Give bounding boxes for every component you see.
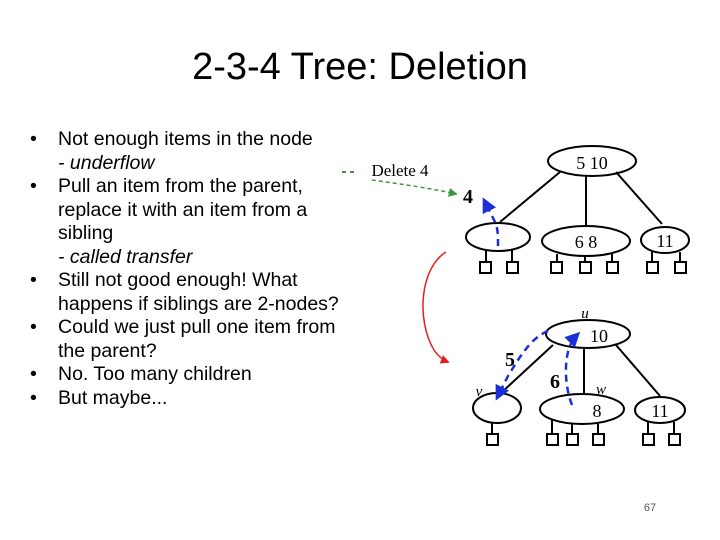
bullet-text: But maybe... [58,386,168,409]
bottom-middle-key: 8 [593,401,602,421]
top-edge-left [499,171,561,223]
transfer-arrow-5 [495,329,549,401]
node-label-w: w [596,382,606,398]
bullet-item: No. Too many children [30,363,360,387]
top-root-node [547,145,637,177]
bullet-subtext: - called transfer [58,245,193,268]
bullet-item: Not enough items in the node - underflow [30,128,360,175]
bullet-text: Pull an item from the parent, replace it… [58,175,308,244]
transfer-arrow-6 [564,331,581,406]
bottom-right-key: 11 [651,401,668,421]
top-edge-right [615,171,663,225]
bottom-root-key: 10 [590,326,608,346]
bottom-edge-right [615,344,661,397]
top-left-leaf [465,222,531,252]
bullet-text: Not enough items in the node [58,128,313,150]
bottom-right-leaf [634,396,686,424]
transition-arrow [422,251,450,364]
bullet-list: Not enough items in the node - underflow… [30,128,360,410]
top-tree: 5 10 6 8 11 4 Delete 4 [342,145,690,274]
bullet-item: Pull an item from the parent, replace it… [30,175,360,269]
bullet-text: Could we just pull one item from the par… [58,316,336,362]
delete-label: Delete 4 [371,161,429,180]
top-right-key: 11 [656,231,673,251]
top-right-leaf [640,226,690,254]
bullet-item: Still not good enough! What happens if s… [30,269,360,316]
top-middle-keys: 6 8 [575,232,598,252]
bullet-item: Could we just pull one item from the par… [30,316,360,363]
bottom-middle-leaf [539,393,625,425]
slide-title: 2-3-4 Tree: Deletion [192,46,528,88]
page-number: 67 [643,502,657,514]
delete-pointer-arrow [371,179,458,197]
top-root-keys: 5 10 [576,153,608,173]
bullet-item: But maybe... [30,387,360,411]
moving-key-6: 6 [550,371,560,393]
moving-key-5: 5 [505,349,515,371]
node-label-u: u [581,306,589,322]
node-label-v: v [476,384,483,400]
delete-arrow [482,197,500,247]
bottom-root-node [545,319,631,349]
bullet-text: Still not good enough! What happens if s… [58,269,339,315]
bullet-subtext: - underflow [58,151,155,174]
deleted-key-4: 4 [463,186,473,208]
bottom-edge-left [501,344,554,393]
bottom-tree: u 10 v w 8 11 5 6 [472,306,686,446]
bullet-text: No. Too many children [58,363,252,385]
